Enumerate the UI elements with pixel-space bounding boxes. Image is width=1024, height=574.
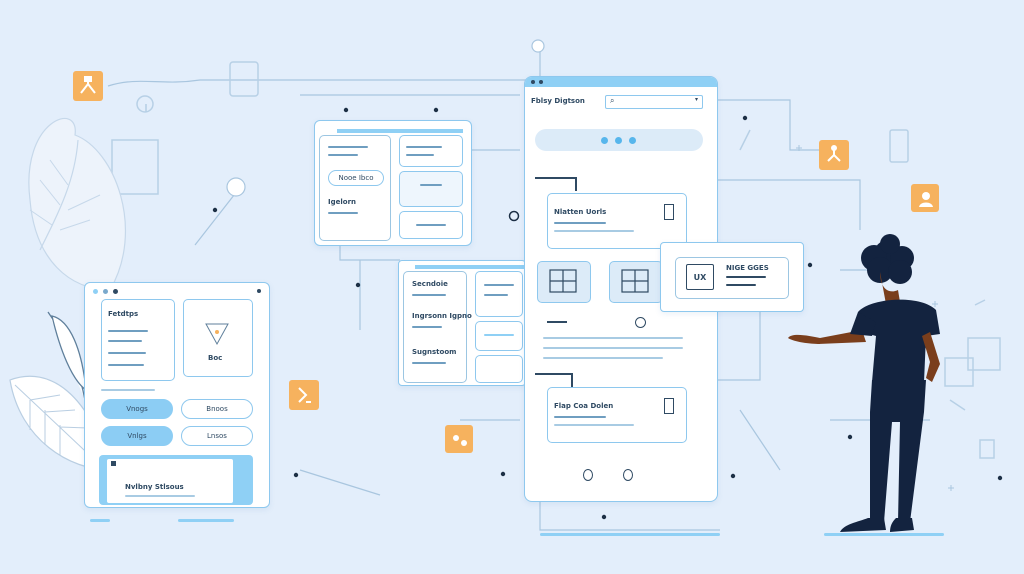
middle-wireframe-panel: Secndoie Ingrsonn Igpno Sugnstoom [398,260,526,386]
left-button-3[interactable]: Vnlgs [101,426,173,446]
drop-icon [623,469,633,481]
phone-title: Fblsy Digtson [531,97,585,105]
middle-heading: Secndoie [412,280,448,288]
hierarchy-icon-2 [621,269,649,293]
top-panel-label: Igelorn [328,198,357,206]
search-icon: ⌕ [610,96,615,105]
middle-right-card-2 [475,321,523,351]
top-right-card-3 [399,211,463,239]
radio-icon[interactable] [635,317,646,328]
nav-dot-1[interactable] [601,137,608,144]
top-left-column: Nooe Ibco Igelorn [319,135,391,241]
chevron-down-icon: ▾ [694,96,698,103]
leaf-decoration [9,117,126,471]
middle-label-2: Sugnstoom [412,348,457,356]
middle-label: Ingrsonn Igpno [412,312,472,320]
triangle-icon [205,323,229,346]
nav-dot-2[interactable] [615,137,622,144]
left-button-2[interactable]: Bnoos [181,399,253,419]
left-graphic-card: Boc [183,299,253,377]
left-button-1[interactable]: Vnogs [101,399,173,419]
phone-card-2-title: Flap Coa Dolen [554,402,614,410]
flowchart-tile-icon [73,71,103,101]
left-footer-block: Nvlbny Stlsous [99,455,253,505]
mobile-device-icon [664,204,674,220]
phone-card-1: Nlatten Uorls [547,193,687,249]
ux-card-title: NIGE GGES [726,264,769,272]
mobile-device-icon-2 [664,398,674,414]
left-info-card: Fetdtps [101,299,175,381]
top-wireframe-panel: Nooe Ibco Igelorn [314,120,472,246]
top-right-card-2 [399,171,463,207]
person-figure [788,234,940,532]
user-tile-icon [911,184,939,212]
middle-right-card-3 [475,355,523,383]
left-button-4[interactable]: Lnsos [181,426,253,446]
center-phone-mockup: Fblsy Digtson ⌕ ▾ Nlatten Uorls [524,76,718,502]
left-wireframe-panel: Fetdtps Boc Vnogs Bnoos Vnlgs Lnsos Nvlb… [84,282,270,508]
left-heading: Fetdtps [108,310,139,318]
phone-search-input[interactable]: ⌕ ▾ [605,95,703,109]
phone-diagram-card-1 [537,261,591,303]
left-card-label: Boc [208,354,223,362]
phone-pill-nav [535,129,703,151]
nav-dot-3[interactable] [629,137,636,144]
phone-card-2: Flap Coa Dolen [547,387,687,443]
ux-card: UX NIGE GGES [660,242,804,312]
top-panel-button[interactable]: Nooe Ibco [328,170,384,186]
middle-right-card-1 [475,271,523,317]
phone-card-1-title: Nlatten Uorls [554,208,607,216]
ux-badge: UX [686,264,714,290]
connection-tile-icon [445,425,473,453]
phone-diagram-card-2 [609,261,663,303]
hierarchy-icon [549,269,577,293]
top-right-card-1 [399,135,463,167]
left-footer-text: Nvlbny Stlsous [125,483,184,491]
tree-node-tile-icon [819,140,849,170]
middle-left-column: Secndoie Ingrsonn Igpno Sugnstoom [403,271,472,383]
brackets-tile-icon [289,380,319,410]
location-pin-icon [583,469,593,481]
